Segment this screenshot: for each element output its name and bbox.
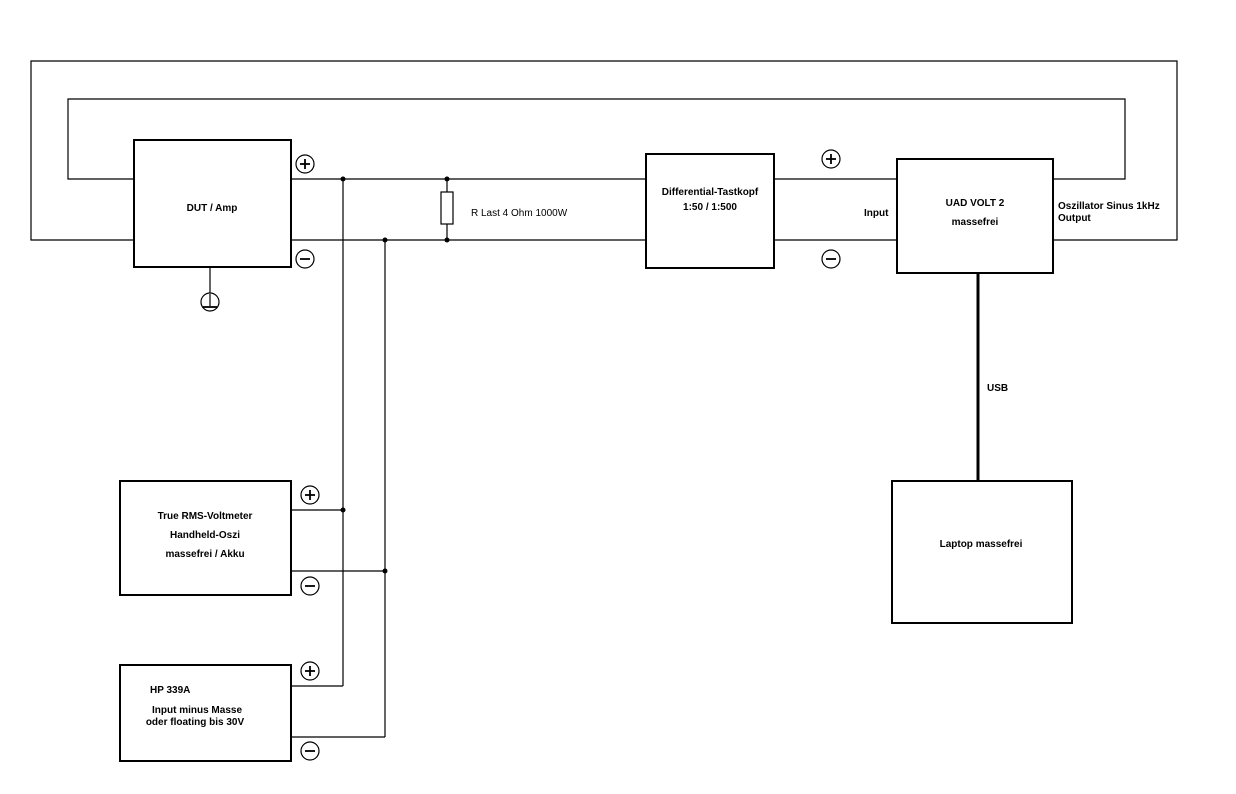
- inner-loop-wire: [67, 98, 1126, 180]
- junction-dot: [444, 176, 450, 182]
- plus-terminal-icon: [295, 154, 315, 174]
- uad-input-label: Input: [864, 208, 889, 219]
- hp-339a-input-label: Input minus Masse: [152, 705, 242, 716]
- dut-amp-label: DUT / Amp: [187, 203, 238, 214]
- minus-terminal-icon: [300, 741, 320, 761]
- junction-dot: [382, 237, 388, 243]
- oscillator-output-label: Oszillator Sinus 1kHz: [1058, 201, 1160, 212]
- plus-terminal-icon: [821, 149, 841, 169]
- junction-dot: [340, 176, 346, 182]
- minus-terminal-icon: [295, 249, 315, 269]
- load-resistor-label: R Last 4 Ohm 1000W: [471, 208, 568, 219]
- hp-339a-floating-label: oder floating bis 30V: [146, 717, 245, 728]
- dut-amp-box: [133, 139, 292, 268]
- minus-terminal-icon: [821, 249, 841, 269]
- voltmeter-box: [119, 480, 292, 596]
- voltmeter-sub-label: Handheld-Oszi: [170, 530, 240, 541]
- differential-probe-ratio: 1:50 / 1:500: [683, 202, 737, 213]
- uad-volt-sub-label: massefrei: [952, 217, 999, 228]
- laptop-box: [891, 480, 1073, 624]
- differential-probe-box: [645, 153, 775, 269]
- junction-dot: [382, 568, 388, 574]
- load-resistor: [440, 191, 454, 225]
- ground-icon: [200, 292, 220, 312]
- junction-dot: [340, 507, 346, 513]
- plus-terminal-icon: [300, 661, 320, 681]
- oscillator-output-sub-label: Output: [1058, 213, 1091, 224]
- outer-loop-wire: [30, 60, 1178, 241]
- voltmeter-label: True RMS-Voltmeter: [158, 511, 253, 522]
- uad-volt-label: UAD VOLT 2: [946, 198, 1005, 209]
- hp-339a-label: HP 339A: [150, 685, 190, 696]
- differential-probe-label: Differential-Tastkopf: [662, 187, 759, 198]
- voltmeter-power-label: massefrei / Akku: [165, 549, 244, 560]
- laptop-label: Laptop massefrei: [940, 539, 1023, 550]
- minus-terminal-icon: [300, 576, 320, 596]
- plus-terminal-icon: [300, 485, 320, 505]
- junction-dot: [444, 237, 450, 243]
- usb-label: USB: [987, 383, 1008, 394]
- uad-volt-box: [896, 158, 1054, 274]
- hp-339a-box: [119, 664, 292, 762]
